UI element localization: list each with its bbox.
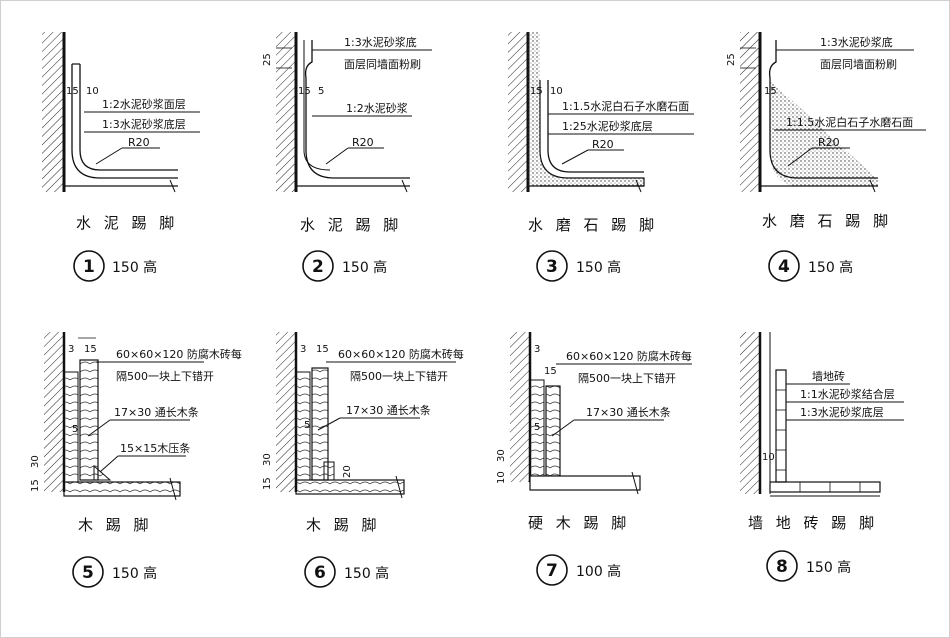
dim-label: 15 (84, 344, 97, 355)
layer-label: 1:1.5水泥白石子水磨石面 (562, 99, 689, 113)
dim-label: 5 (304, 420, 310, 431)
detail-title: 水 磨 石 踢 脚 (762, 212, 892, 230)
layer-label: 面层同墙面粉刷 (820, 57, 897, 71)
layer-label: 17×30 通长木条 (346, 403, 431, 417)
wall-tile (775, 369, 787, 483)
plaster-layer-1 (304, 40, 410, 179)
dim-label: 5 (534, 422, 540, 433)
detail-4: 25 15 1:3水泥砂浆底 面层同墙面粉刷 1:1.5水泥白石子水磨石面 R2… (726, 32, 926, 282)
layer-label: 1:3水泥砂浆底层 (102, 117, 186, 131)
detail-7: 3 15 5 10 30 60×60×120 防腐木砖每 隔500一块上下错开 … (496, 332, 692, 586)
detail-number: 4 (778, 257, 790, 277)
dim-label: 10 (762, 452, 775, 463)
dim-label: 25 (262, 53, 273, 66)
layer-label: 隔500一块上下错开 (350, 369, 448, 383)
dim-label: 15 (316, 344, 329, 355)
terrazzo-layer (539, 80, 645, 187)
detail-title: 木 踢 脚 (306, 516, 381, 534)
detail-number: 6 (314, 563, 326, 583)
layer-label: 墙地砖 (812, 369, 845, 383)
wall-hatch (42, 32, 64, 192)
wood-baseboard (79, 359, 99, 481)
detail-title: 墙 地 砖 踢 脚 (748, 514, 878, 532)
radius-label: R20 (352, 136, 374, 149)
detail-8: 10 墙地砖 1:1水泥砂浆结合层 1:3水泥砂浆底层 墙 地 砖 踢 脚 8 … (740, 332, 904, 582)
layer-label: 1:2水泥砂浆面层 (102, 97, 186, 111)
layer-label: 面层同墙面粉刷 (344, 57, 421, 71)
wood-floor (63, 481, 181, 497)
detail-height: 150 高 (112, 259, 157, 276)
detail-title: 木 踢 脚 (78, 516, 153, 534)
detail-height: 150 高 (342, 259, 387, 276)
dim-label: 10 (550, 86, 563, 97)
radius-label: R20 (818, 136, 840, 149)
dim-label: 5 (318, 86, 324, 97)
layer-label: 1:25水泥砂浆底层 (562, 119, 653, 133)
dim-label: 15 (66, 86, 79, 97)
layer-label: 1:3水泥砂浆底 (820, 35, 893, 49)
dim-label: 30 (262, 453, 273, 466)
layer-label: 1:3水泥砂浆底层 (800, 405, 884, 419)
layer-label: 1:1水泥砂浆结合层 (800, 387, 895, 401)
layer-label: 隔500一块上下错开 (116, 369, 214, 383)
detail-height: 100 高 (576, 563, 621, 580)
dim-label: 10 (86, 86, 99, 97)
detail-6: 3 15 5 15 30 20 60×60×120 防腐木砖每 隔500一块上下… (262, 332, 464, 588)
detail-title: 水 磨 石 踢 脚 (528, 216, 658, 234)
layer-label: 60×60×120 防腐木砖每 (566, 349, 692, 363)
layer-label: 17×30 通长木条 (586, 405, 671, 419)
layer-label: 60×60×120 防腐木砖每 (116, 347, 242, 361)
detail-number: 5 (82, 563, 94, 583)
layer-label: 17×30 通长木条 (114, 405, 199, 419)
detail-height: 150 高 (806, 559, 851, 576)
layer-label: 1:2水泥砂浆 (346, 101, 408, 115)
radius-label: R20 (128, 136, 150, 149)
detail-number-circle (73, 250, 105, 282)
detail-title: 水 泥 踢 脚 (76, 214, 178, 232)
detail-title: 水 泥 踢 脚 (300, 216, 402, 234)
dim-label: 3 (534, 344, 540, 355)
layer-label: 隔500一块上下错开 (578, 371, 676, 385)
detail-height: 150 高 (112, 565, 157, 582)
layer-label: 15×15木压条 (120, 441, 190, 455)
dim-label: 5 (72, 424, 78, 435)
dim-label: 15 (262, 477, 273, 490)
detail-number: 7 (546, 561, 558, 581)
layer-label: 1:3水泥砂浆底 (344, 35, 417, 49)
detail-number: 1 (83, 257, 95, 277)
floor-tile (769, 481, 881, 493)
detail-3: 15 10 1:1.5水泥白石子水磨石面 1:25水泥砂浆底层 R20 水 磨 … (508, 32, 694, 282)
dim-label: 30 (496, 449, 507, 462)
dim-label: 20 (342, 465, 353, 478)
detail-1: 15 10 1:2水泥砂浆面层 1:3水泥砂浆底层 R20 水 泥 踢 脚 1 … (42, 32, 200, 282)
dim-label: 10 (496, 471, 507, 484)
plaster-layer-2 (79, 64, 178, 171)
dim-label: 15 (298, 86, 311, 97)
detail-height: 150 高 (808, 259, 853, 276)
dim-label: 25 (726, 53, 737, 66)
dim-label: 3 (68, 344, 74, 355)
dim-label: 30 (30, 455, 41, 468)
detail-height: 150 高 (344, 565, 389, 582)
dim-label: 15 (764, 86, 777, 97)
dim-label: 3 (300, 344, 306, 355)
dim-label: 15 (544, 366, 557, 377)
dim-label: 15 (30, 479, 41, 492)
plaster-layer-1 (71, 64, 178, 179)
detail-number: 3 (546, 257, 558, 277)
radius-label: R20 (592, 138, 614, 151)
detail-5: 3 15 5 15 30 60×60×120 防腐木砖每 隔500一块上下错开 … (30, 332, 242, 588)
detail-height: 150 高 (576, 259, 621, 276)
dim-label: 15 (530, 86, 543, 97)
detail-number: 8 (776, 557, 788, 577)
detail-2: 25 15 5 1:3水泥砂浆底 面层同墙面粉刷 1:2水泥砂浆 R20 水 泥… (262, 32, 432, 282)
layer-label: 60×60×120 防腐木砖每 (338, 347, 464, 361)
detail-number: 2 (312, 257, 324, 277)
layer-label: 1:1.5水泥白石子水磨石面 (786, 115, 913, 129)
detail-title: 硬 木 踢 脚 (528, 514, 630, 532)
